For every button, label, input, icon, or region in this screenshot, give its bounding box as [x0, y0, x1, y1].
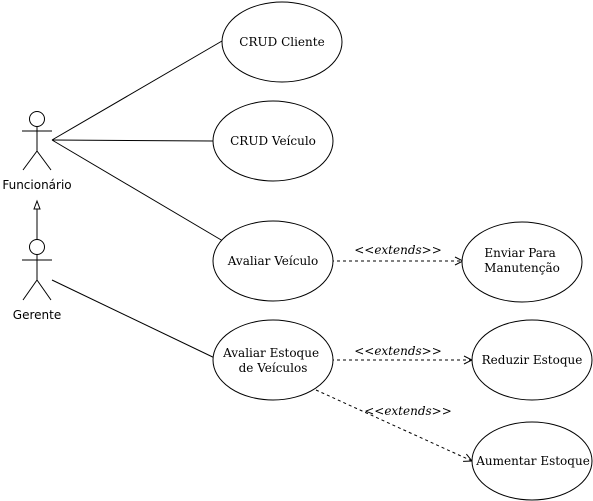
assoc-funcionario-crud-cliente [51, 40, 223, 141]
svg-text:CRUD Cliente: CRUD Cliente [239, 35, 324, 49]
use-case-reduzir-estoque[interactable]: Reduzir Estoque [471, 319, 593, 401]
extends-arrow-aumentar-estoque [315, 389, 472, 461]
use-case-label-line-2: Manutenção [484, 261, 560, 275]
use-case-label-line-2: de Veículos [239, 361, 308, 375]
use-case-crud-cliente[interactable]: CRUD Cliente [221, 1, 343, 83]
actor-label-funcionario: Funcionário [2, 178, 71, 192]
use-case-label-line-1: Avaliar Estoque [222, 346, 319, 360]
use-case-label: Avaliar Veículo [227, 254, 319, 268]
use-case-label: CRUD Cliente [239, 35, 324, 49]
assoc-gerente-avaliar-estoque [51, 279, 222, 362]
actor-gerente[interactable]: Gerente [13, 239, 61, 323]
svg-text:CRUD Veículo: CRUD Veículo [230, 134, 316, 148]
svg-text:Aumentar Estoque: Aumentar Estoque [475, 454, 590, 468]
generalization-arrow [33, 199, 41, 240]
svg-text:Avaliar Veículo: Avaliar Veículo [227, 254, 319, 268]
svg-text:Avaliar Estoque de Veícu: Avaliar Estoque de Veículos [222, 346, 323, 375]
use-case-crud-veiculo[interactable]: CRUD Veículo [212, 100, 334, 182]
stick-figure-icon [22, 111, 52, 171]
use-case-label: Reduzir Estoque [482, 353, 583, 367]
use-case-label: Aumentar Estoque [475, 454, 590, 468]
actor-label-gerente: Gerente [13, 308, 61, 322]
svg-text:Reduzir Estoque: Reduzir Estoque [482, 353, 583, 367]
extends-label-1: <<extends>> [354, 243, 442, 257]
use-case-label: CRUD Veículo [230, 134, 316, 148]
extends-label-2: <<extends>> [354, 344, 442, 358]
svg-text:Enviar Para Manutenção: Enviar Para Manutenção [484, 246, 560, 275]
use-case-avaliar-estoque[interactable]: Avaliar Estoque de Veículos [212, 319, 334, 401]
use-case-enviar-manutencao[interactable]: Enviar Para Manutenção [461, 221, 583, 303]
extends-label-3: <<extends>> [364, 404, 452, 418]
assoc-funcionario-crud-veiculo [51, 139, 214, 142]
use-case-label-line-1: Enviar Para [484, 246, 555, 260]
actor-funcionario[interactable]: Funcionário [2, 111, 72, 193]
stick-figure-icon [22, 239, 52, 301]
assoc-funcionario-avaliar-veiculo [51, 139, 229, 245]
use-case-aumentar-estoque[interactable]: Aumentar Estoque [471, 421, 593, 501]
use-case-avaliar-veiculo[interactable]: Avaliar Veículo [212, 220, 334, 302]
